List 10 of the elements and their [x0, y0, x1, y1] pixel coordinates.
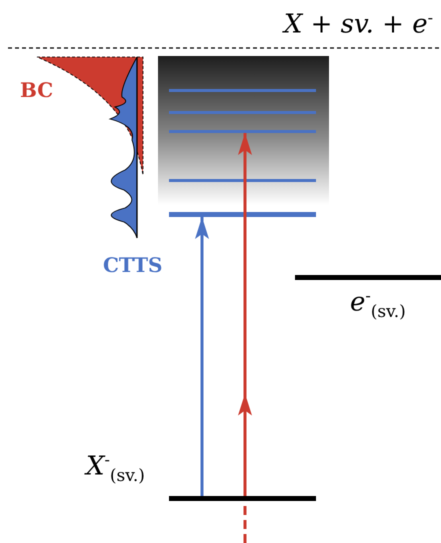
energy-level-line	[169, 130, 316, 133]
transition-arrow	[238, 133, 252, 496]
transition-arrow	[195, 217, 209, 496]
energy-level-line	[169, 179, 316, 182]
energy-level-line	[169, 111, 316, 114]
threshold-label: X + sv. + e$^{-}$	[284, 10, 433, 38]
spectrum-label: BC	[20, 80, 54, 100]
spectrum-label: CTTS	[103, 255, 162, 275]
energy-band	[158, 56, 329, 205]
energy-level-line	[169, 89, 316, 92]
